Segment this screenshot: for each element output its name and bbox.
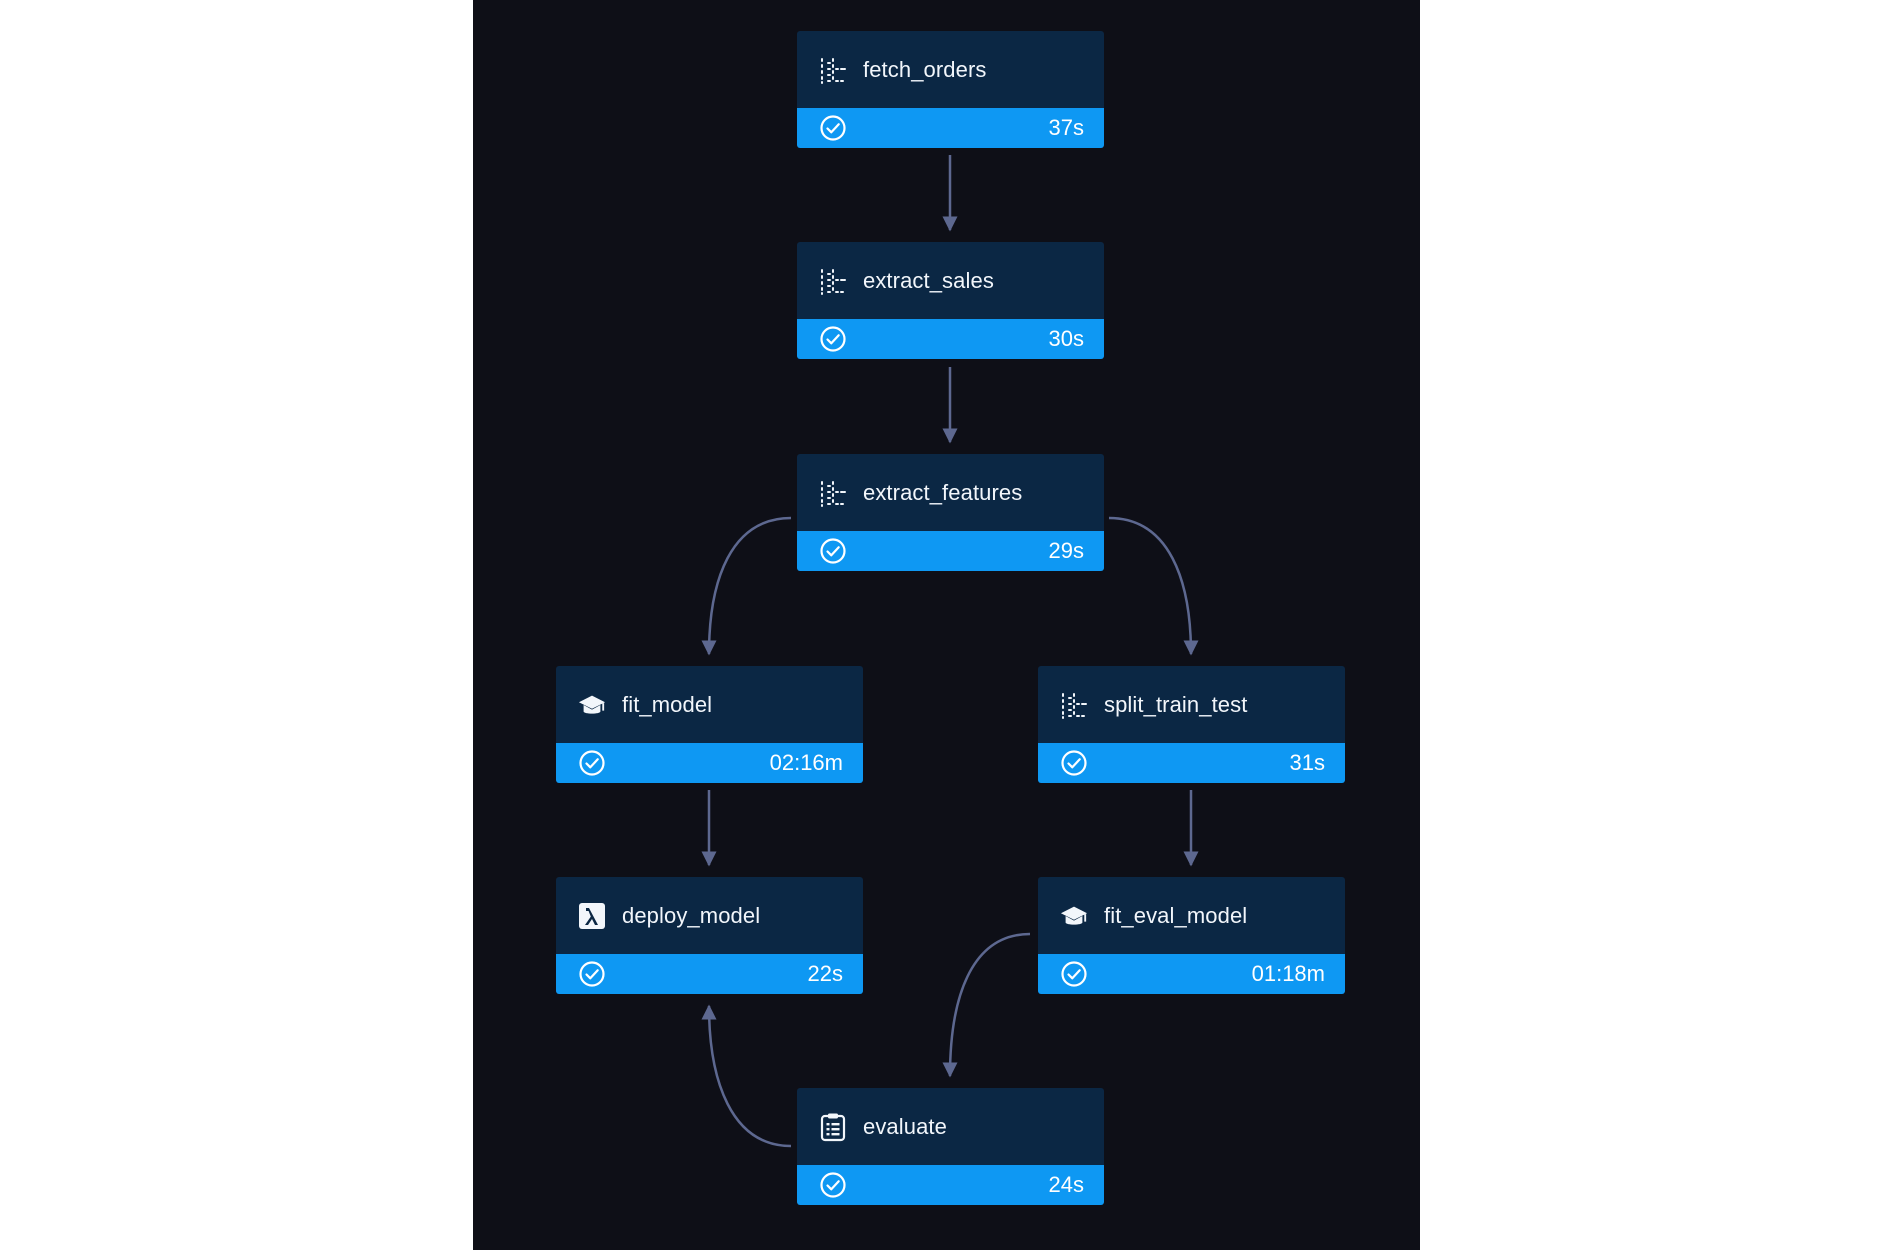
node-label: split_train_test <box>1104 691 1248 717</box>
node-label: deploy_model <box>622 902 761 928</box>
node-label: fetch_orders <box>863 56 987 82</box>
node-header: fetch_orders <box>797 31 1104 108</box>
transform-icon <box>819 479 847 507</box>
node-evaluate[interactable]: evaluate 24s <box>797 1088 1104 1205</box>
transform-icon <box>1060 691 1088 719</box>
node-label: extract_features <box>863 479 1023 505</box>
check-circle-icon <box>578 749 606 777</box>
node-duration: 30s <box>1048 326 1084 351</box>
edge-evaluate-deploy_model <box>701 1004 792 1148</box>
check-circle-icon <box>819 325 847 353</box>
node-status-bar: 02:16m <box>556 743 863 783</box>
transform-icon <box>819 56 847 84</box>
node-duration: 29s <box>1048 538 1084 563</box>
node-header: extract_sales <box>797 242 1104 319</box>
edge-layer <box>701 155 1199 1148</box>
node-fit_eval_model[interactable]: fit_eval_model 01:18m <box>1038 877 1345 994</box>
node-extract_sales[interactable]: extract_sales 30s <box>797 242 1104 359</box>
node-header: extract_features <box>797 454 1104 531</box>
node-duration: 24s <box>1048 1172 1084 1197</box>
node-split_train_test[interactable]: split_train_test 31s <box>1038 666 1345 783</box>
node-duration: 31s <box>1289 750 1325 775</box>
check-circle-icon <box>578 960 606 988</box>
check-circle-icon <box>1060 960 1088 988</box>
edge-extract_features-split_train_test <box>1108 516 1199 656</box>
node-label: evaluate <box>863 1113 947 1139</box>
node-label: fit_model <box>622 691 713 717</box>
check-circle-icon <box>1060 749 1088 777</box>
node-extract_features[interactable]: extract_features 29s <box>797 454 1104 571</box>
node-duration: 02:16m <box>769 750 843 775</box>
check-circle-icon <box>819 1171 847 1199</box>
node-status-bar: 29s <box>797 531 1104 571</box>
edge-extract_features-fit_model <box>701 516 792 656</box>
node-label: extract_sales <box>863 267 994 293</box>
node-label: fit_eval_model <box>1104 902 1248 928</box>
node-status-bar: 30s <box>797 319 1104 359</box>
graduation-cap-icon <box>578 691 606 719</box>
node-status-bar: 24s <box>797 1165 1104 1205</box>
clipboard-list-icon <box>819 1113 847 1141</box>
dag-canvas: fetch_orders 37s extract_sales 30s <box>473 0 1420 1250</box>
node-status-bar: 22s <box>556 954 863 994</box>
node-header: split_train_test <box>1038 666 1345 743</box>
graduation-cap-icon <box>1060 902 1088 930</box>
lambda-icon <box>578 902 606 930</box>
node-duration: 01:18m <box>1251 961 1325 986</box>
node-status-bar: 01:18m <box>1038 954 1345 994</box>
node-status-bar: 31s <box>1038 743 1345 783</box>
check-circle-icon <box>819 537 847 565</box>
node-duration: 22s <box>807 961 843 986</box>
node-status-bar: 37s <box>797 108 1104 148</box>
edge-fit_eval_model-evaluate <box>942 932 1031 1078</box>
node-duration: 37s <box>1048 115 1084 140</box>
node-fit_model[interactable]: fit_model 02:16m <box>556 666 863 783</box>
node-header: fit_model <box>556 666 863 743</box>
transform-icon <box>819 267 847 295</box>
node-header: deploy_model <box>556 877 863 954</box>
check-circle-icon <box>819 114 847 142</box>
node-deploy_model[interactable]: deploy_model 22s <box>556 877 863 994</box>
node-fetch_orders[interactable]: fetch_orders 37s <box>797 31 1104 148</box>
node-header: fit_eval_model <box>1038 877 1345 954</box>
node-header: evaluate <box>797 1088 1104 1165</box>
